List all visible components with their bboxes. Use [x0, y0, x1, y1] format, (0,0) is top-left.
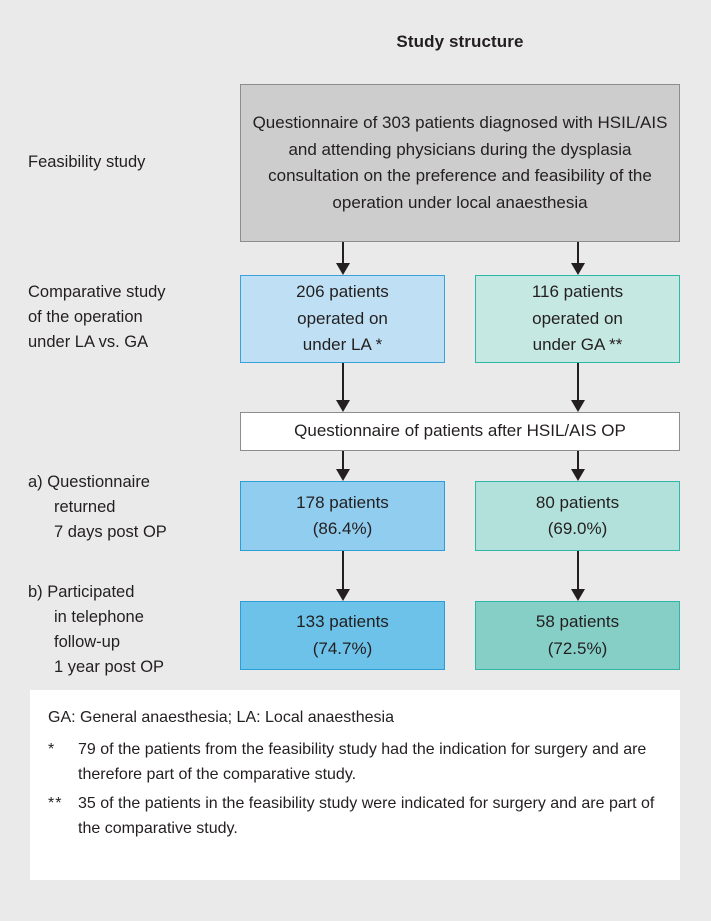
page-title: Study structure: [396, 32, 524, 51]
arrow-la-to-questionnaire: [336, 363, 350, 412]
arrow-ga-to-questionnaire: [571, 363, 585, 412]
box-questionnaire-after-op: Questionnaire of patients after HSIL/AIS…: [240, 412, 680, 451]
box-feasibility-questionnaire: Questionnaire of 303 patients diagnosed …: [240, 84, 680, 242]
row-label-questionnaire-returned: a) Questionnaire returned 7 days post OP: [28, 473, 167, 541]
box-la-group-text: 206 patients operated on under LA *: [296, 282, 389, 355]
footnote-abbreviations: GA: General anaesthesia; LA: Local anaes…: [48, 709, 394, 726]
arrow-ga-returned-to-followup: [571, 551, 585, 601]
footnote-item-2: ** 35 of the patients in the feasibility…: [48, 791, 662, 841]
arrow-la-returned-to-followup: [336, 551, 350, 601]
box-la-telephone-followup: 133 patients (74.7%): [240, 601, 445, 670]
row-label-feasibility-study: Feasibility study: [28, 153, 146, 171]
box-ga-questionnaire-returned: 80 patients (69.0%): [475, 481, 680, 551]
footnote-item-1: * 79 of the patients from the feasibilit…: [48, 737, 662, 787]
footnote-panel: GA: General anaesthesia; LA: Local anaes…: [30, 690, 680, 880]
arrow-gray-to-ga: [571, 242, 585, 275]
box-ga-group: 116 patients operated on under GA **: [475, 275, 680, 363]
box-ga-group-text: 116 patients operated on under GA **: [531, 282, 624, 355]
box-la-questionnaire-returned: 178 patients (86.4%): [240, 481, 445, 551]
box-la-telephone-followup-text: 133 patients (74.7%): [296, 612, 389, 658]
footnote-text-double-asterisk: 35 of the patients in the feasibility st…: [78, 795, 655, 837]
box-ga-telephone-followup-text: 58 patients (72.5%): [535, 612, 620, 658]
footnote-text-single-asterisk: 79 of the patients from the feasibility …: [78, 741, 647, 783]
box-la-questionnaire-returned-text: 178 patients (86.4%): [296, 492, 389, 539]
arrow-questionnaire-to-ga-returned: [571, 451, 585, 481]
box-ga-questionnaire-returned-text: 80 patients (69.0%): [535, 492, 620, 539]
row-label-comparative-study: Comparative study of the operation under…: [28, 283, 166, 351]
footnote-marker-single-asterisk: *: [48, 741, 56, 758]
footnote-marker-double-asterisk: **: [48, 795, 63, 812]
box-ga-telephone-followup: 58 patients (72.5%): [475, 601, 680, 670]
row-label-telephone-followup: b) Participated in telephone follow-up 1…: [28, 583, 165, 676]
box-la-group: 206 patients operated on under LA *: [240, 275, 445, 363]
arrow-gray-to-la: [336, 242, 350, 275]
box-questionnaire-after-op-text: Questionnaire of patients after HSIL/AIS…: [294, 421, 626, 441]
arrow-questionnaire-to-la-returned: [336, 451, 350, 481]
box-feasibility-questionnaire-text: Questionnaire of 303 patients diagnosed …: [252, 113, 668, 212]
